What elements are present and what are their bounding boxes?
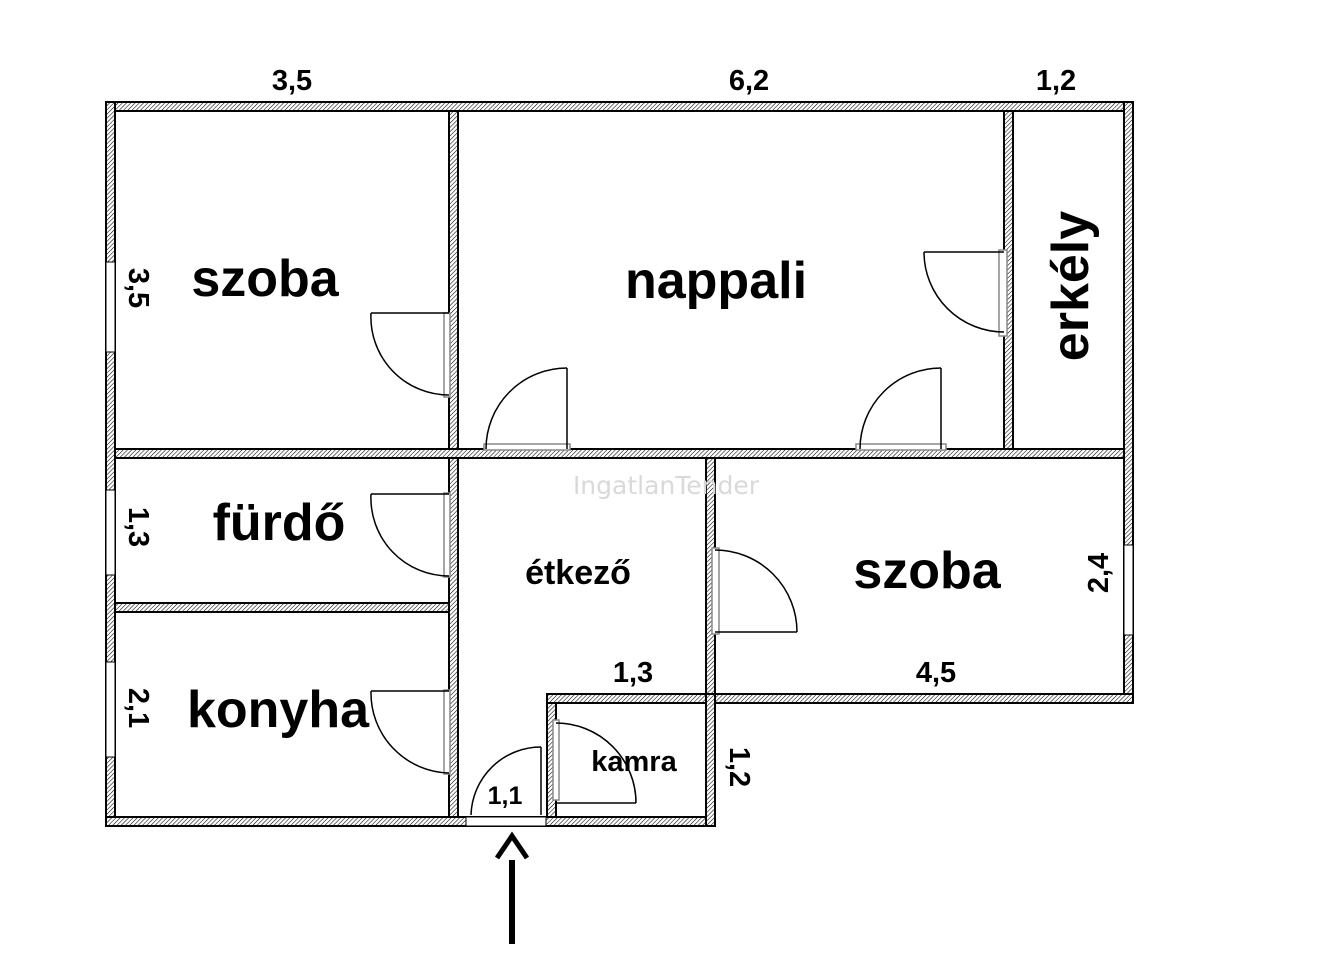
- door-szoba-1: [370, 312, 451, 398]
- room-label-erkely: erkély: [1042, 211, 1100, 361]
- dimension-etkezo-width: 1,3: [613, 657, 653, 689]
- watermark: IngatlanTender: [573, 471, 760, 500]
- dimension-side-szoba: 3,5: [122, 268, 154, 308]
- door-kamra: [552, 719, 637, 804]
- door-nappali-right: [855, 367, 947, 451]
- door-szoba-2: [711, 547, 798, 635]
- dimension-top-nappali: 6,2: [729, 65, 769, 97]
- dimension-side-konyha: 2,1: [122, 688, 154, 728]
- doors: [370, 249, 1008, 816]
- outer-walls: [105, 101, 1134, 827]
- dimension-top-erkely: 1,2: [1036, 65, 1076, 97]
- room-label-szoba-2: szoba: [853, 542, 1001, 600]
- dimension-side-furdo: 1,3: [122, 507, 154, 547]
- entrance-arrow-icon: [494, 831, 530, 944]
- door-nappali-left: [483, 367, 571, 451]
- dimension-entry-width: 1,1: [488, 782, 523, 810]
- dimension-top-szoba: 3,5: [272, 65, 312, 97]
- room-label-furdo: fürdő: [213, 494, 346, 552]
- windows: [105, 261, 1134, 827]
- dimension-kamra-side: 1,2: [723, 747, 755, 787]
- room-label-nappali: nappali: [625, 252, 807, 310]
- room-label-kamra: kamra: [591, 746, 677, 778]
- door-entrance: [470, 746, 542, 816]
- room-label-konyha: konyha: [187, 681, 370, 739]
- door-furdo: [370, 492, 451, 578]
- door-erkely: [923, 249, 1008, 337]
- dimension-bottom-szoba-2: 4,5: [916, 657, 956, 689]
- room-label-szoba-1: szoba: [191, 250, 339, 308]
- dimension-side-szoba-2: 2,4: [1083, 553, 1115, 593]
- room-label-etkezo: étkező: [525, 554, 631, 592]
- door-konyha: [370, 689, 451, 775]
